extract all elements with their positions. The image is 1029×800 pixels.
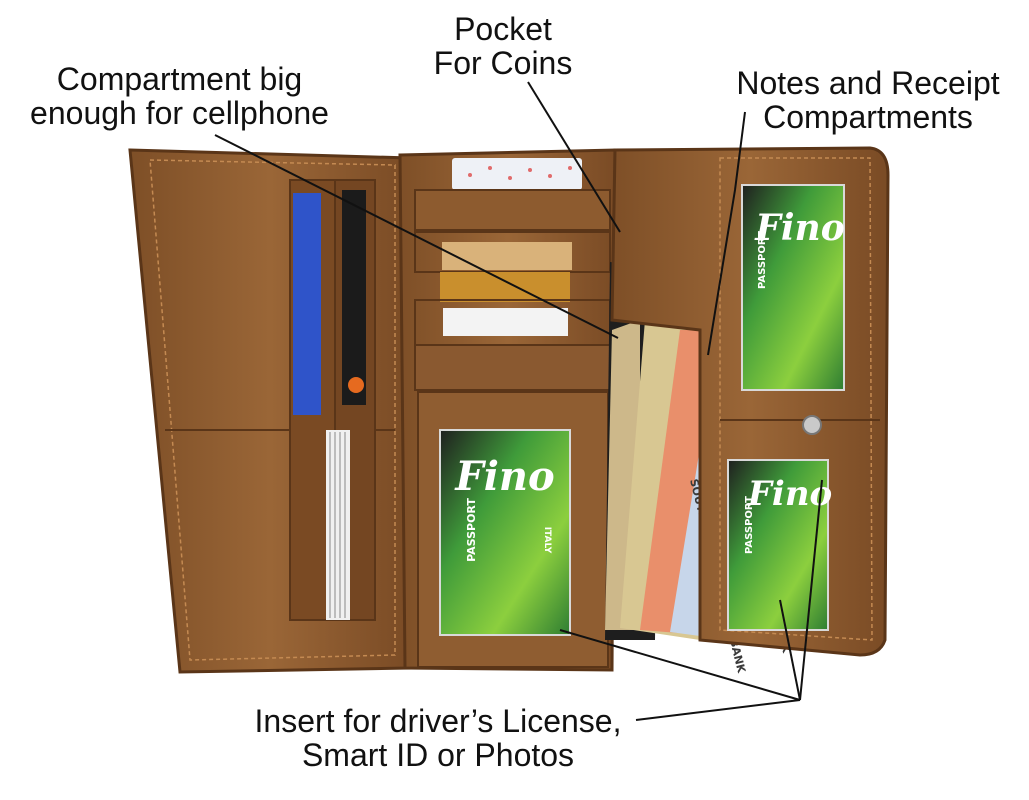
svg-text:PASSPORT: PASSPORT: [465, 498, 478, 562]
label-license-insert: Insert for driver’s License, Smart ID or…: [228, 704, 648, 772]
license-window-bottom-right: [727, 459, 829, 631]
blue-card: [293, 193, 321, 415]
orange-card: [440, 272, 570, 302]
label-line: enough for cellphone: [30, 95, 329, 131]
svg-text:Fino: Fino: [754, 207, 844, 249]
white-card: [443, 308, 568, 336]
license-window-center: [439, 429, 571, 636]
dotted-card: [452, 158, 582, 190]
pointer-license-3: [779, 599, 801, 701]
pointer-license-1: [635, 699, 801, 721]
label-line: Compartment big: [56, 61, 303, 97]
svg-text:Fino: Fino: [747, 474, 832, 514]
label-coin-pocket: Pocket For Coins: [418, 12, 588, 80]
label-line: Pocket: [454, 11, 552, 47]
label-line: Notes and Receipt: [736, 65, 1000, 101]
svg-text:ITALY: ITALY: [542, 527, 552, 554]
black-card: [342, 190, 366, 405]
pointer-notes: [707, 111, 746, 356]
middle-panel: Fino PASSPORT ITALY: [398, 148, 617, 672]
label-notes-receipts: Notes and Receipt Compartments: [718, 66, 1018, 134]
svg-text:Fino: Fino: [454, 453, 554, 500]
food-card: [442, 242, 572, 270]
label-line: Compartments: [763, 99, 973, 135]
right-panel: Fino PASSPORT Fino PASSPORT: [610, 146, 890, 657]
pointer-coins: [527, 81, 621, 233]
label-line: For Coins: [433, 45, 573, 81]
pointer-license-2: [559, 629, 801, 701]
left-panel: [128, 148, 412, 674]
pointer-cellphone: [214, 134, 619, 339]
label-cellphone-compartment: Compartment big enough for cellphone: [12, 62, 347, 130]
label-line: Smart ID or Photos: [301, 737, 575, 773]
pointer-license-4: [799, 479, 823, 701]
svg-text:PASSPORT: PASSPORT: [757, 231, 768, 289]
license-window-top-right: [741, 184, 845, 391]
pointer-lines: [214, 81, 823, 721]
svg-text:PASSPORT: PASSPORT: [744, 496, 755, 554]
label-line: Insert for driver’s License,: [254, 703, 622, 739]
snap-button: [802, 415, 822, 435]
